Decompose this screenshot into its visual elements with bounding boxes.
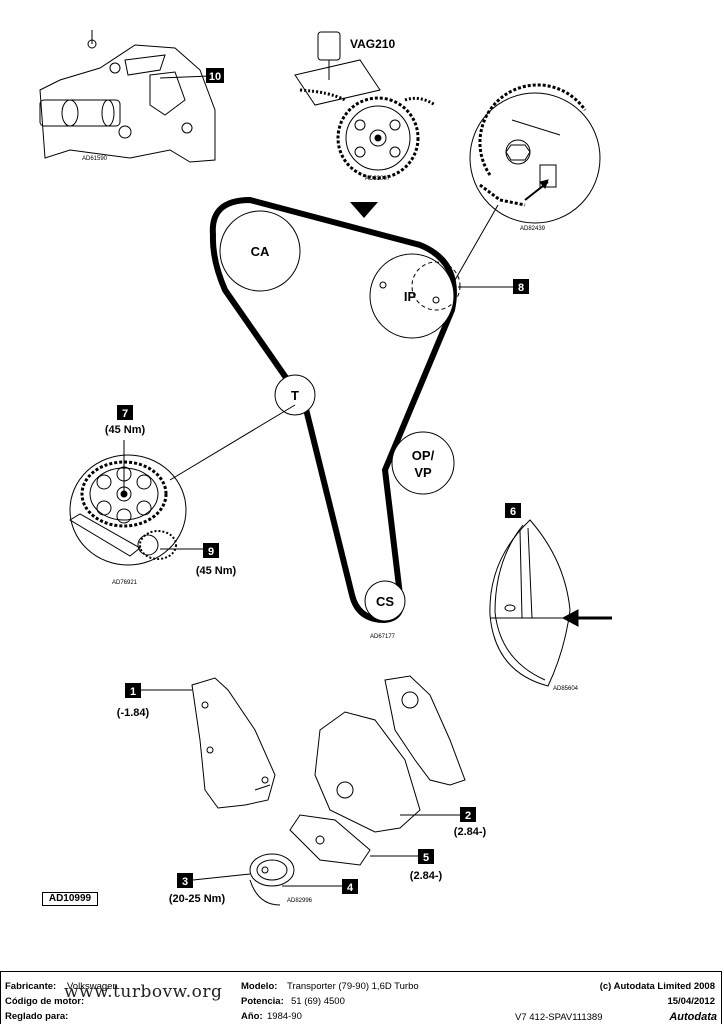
- info-footer: Fabricante: Volkswagen Código de motor: …: [0, 971, 722, 1024]
- callout-2-box: [460, 807, 476, 822]
- pulley-ca-label: CA: [251, 244, 270, 259]
- pulley-t-label: T: [291, 388, 299, 403]
- fabricante-label: Fabricante:: [5, 981, 57, 992]
- potencia-value: 51 (69) 4500: [291, 996, 345, 1007]
- pulley-ip-label: IP: [404, 289, 417, 304]
- callout-5-box: [418, 849, 434, 864]
- callout-6-number: 6: [510, 506, 516, 518]
- callout-2-value: (2.84-): [454, 826, 487, 838]
- pulley-t: [274, 374, 316, 416]
- inset-code-top-right: AD82439: [520, 226, 546, 232]
- callout-1-value: (-1.84): [117, 707, 150, 719]
- callout-7-number: 7: [122, 408, 128, 420]
- callout-3-number: 3: [182, 876, 188, 888]
- callout-7-box: [117, 405, 133, 420]
- callout-9-box: [203, 543, 219, 558]
- callout-8-box: [513, 279, 529, 294]
- reglado-label: Reglado para:: [5, 1011, 69, 1022]
- callout-5-number: 5: [423, 852, 429, 864]
- callout-10-box: [206, 68, 224, 83]
- tool-label-vag210: VAG210: [350, 37, 395, 51]
- inset-code-top-mid: AD83007: [365, 176, 391, 182]
- callout-7-torque: (45 Nm): [105, 424, 146, 436]
- modelo-value: Transporter (79-90) 1,6D Turbo: [287, 981, 419, 992]
- copyright-text: (c) Autodata Limited 2008: [599, 981, 715, 992]
- rotation-direction-arrow: [350, 202, 378, 218]
- callout-8-number: 8: [518, 282, 524, 294]
- ano-label: Año:: [241, 1011, 263, 1022]
- print-date: 15/04/2012: [667, 996, 715, 1007]
- tensioner-inset: [69, 440, 187, 566]
- callout-10-number: 10: [209, 71, 221, 83]
- callout-4-box: [342, 879, 358, 894]
- pulley-ip: [369, 253, 455, 339]
- pump-pulley-inset: [469, 83, 601, 224]
- autodata-logo: Autodata: [669, 1011, 717, 1023]
- watermark-text: www.turbovw.org: [64, 982, 223, 1002]
- inset-code-covers: AD82996: [287, 898, 313, 904]
- flywheel-mark-inset: [489, 519, 612, 687]
- pulley-cs-label: CS: [376, 594, 394, 609]
- inset-code-mark: AD85604: [553, 686, 579, 692]
- modelo-label: Modelo:: [241, 981, 278, 992]
- pulley-opvp: [391, 431, 455, 495]
- callout-2-number: 2: [465, 810, 471, 822]
- callout-6-box: [505, 503, 521, 518]
- callout-9-number: 9: [208, 546, 214, 558]
- inset-code-top-left: AD61590: [82, 156, 108, 162]
- callout-3-box: [177, 873, 193, 888]
- timing-covers: [191, 675, 466, 906]
- diagram-reference: AD10999: [42, 892, 98, 906]
- pulley-ca: [219, 210, 301, 292]
- ano-value: 1984-90: [267, 1011, 302, 1022]
- codigo-label: Código de motor:: [5, 996, 85, 1007]
- callout-5-value: (2.84-): [410, 870, 443, 882]
- inset-code-belt: AD67177: [370, 634, 396, 640]
- callout-1-number: 1: [130, 686, 136, 698]
- pulley-cs: [364, 580, 406, 622]
- callout-3-torque: (20-25 Nm): [169, 893, 226, 905]
- doc-code: V7 412-SPAV111389: [515, 1012, 603, 1023]
- potencia-label: Potencia:: [241, 996, 284, 1007]
- callout-1-box: [125, 683, 141, 698]
- fabricante-value: Volkswagen: [67, 981, 118, 992]
- pulley-op-label-line2: VP: [414, 465, 432, 480]
- inset-code-tensioner: AD76921: [112, 580, 138, 586]
- callout-4-number: 4: [347, 882, 354, 894]
- callout-9-torque: (45 Nm): [196, 565, 237, 577]
- sprocket-tool-inset: [294, 31, 436, 180]
- pulley-op-label-line1: OP/: [412, 448, 435, 463]
- camshaft-lock-inset: [39, 30, 216, 163]
